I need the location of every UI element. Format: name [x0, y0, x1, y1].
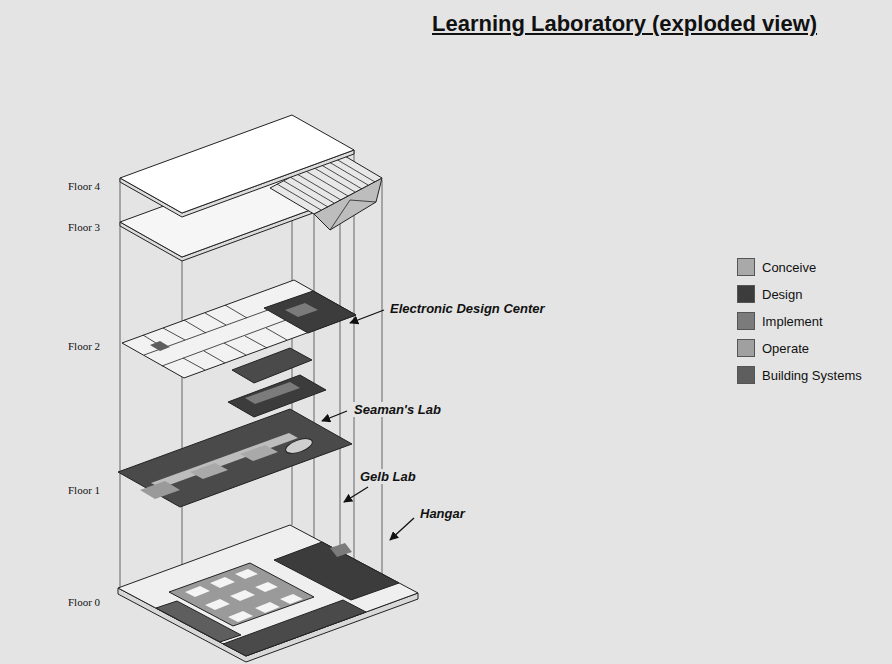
legend-label: Design — [762, 287, 802, 302]
leader-arrows — [322, 310, 414, 540]
legend-label: Conceive — [762, 260, 816, 275]
floor-label: Floor 1 — [66, 484, 102, 496]
legend-label: Implement — [762, 314, 823, 329]
page-title: Learning Laboratory (exploded view) — [432, 11, 817, 37]
floor-label: Floor 0 — [66, 596, 102, 608]
legend-swatch — [737, 366, 755, 384]
legend-entry: Operate — [737, 338, 809, 358]
floor-1-plan — [118, 409, 352, 507]
legend-entry: Implement — [737, 311, 823, 331]
area-callout: Hangar — [418, 506, 467, 521]
mezzanine-plan — [228, 348, 326, 417]
floor-label: Floor 3 — [66, 221, 102, 233]
floor-2-plan — [122, 280, 356, 378]
area-callout: Seaman's Lab — [352, 402, 443, 417]
floor-0-plan — [118, 525, 418, 662]
floor-4-plate — [120, 115, 354, 217]
legend-entry: Design — [737, 284, 802, 304]
legend-label: Operate — [762, 341, 809, 356]
floor-label: Floor 4 — [66, 180, 102, 192]
legend-swatch — [737, 312, 755, 330]
legend-label: Building Systems — [762, 368, 862, 383]
area-callout: Electronic Design Center — [388, 301, 547, 316]
floor-label: Floor 2 — [66, 340, 102, 352]
legend-swatch — [737, 339, 755, 357]
legend-entry: Conceive — [737, 257, 816, 277]
legend-swatch — [737, 285, 755, 303]
area-callout: Gelb Lab — [358, 469, 418, 484]
legend-swatch — [737, 258, 755, 276]
legend-entry: Building Systems — [737, 365, 862, 385]
